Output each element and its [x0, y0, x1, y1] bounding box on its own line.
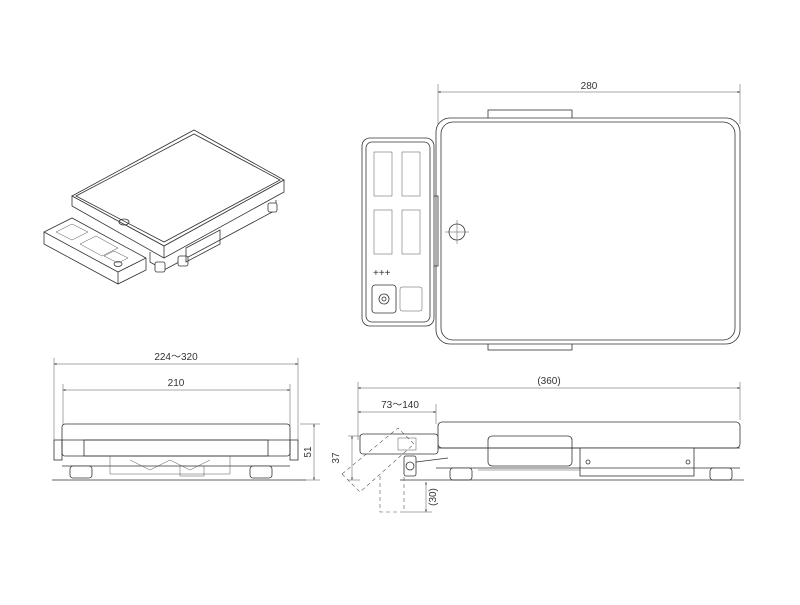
dim-display-height: 37 — [331, 452, 342, 464]
svg-text:+++: +++ — [373, 268, 391, 279]
top-view: +++ — [361, 84, 741, 351]
dim-top-width: 280 — [581, 81, 598, 92]
front-view — [52, 358, 320, 481]
dim-side-length: (360) — [537, 376, 560, 387]
isometric-view — [43, 129, 285, 285]
dim-front-height: 51 — [303, 446, 314, 458]
dim-display-drop: (30) — [428, 488, 439, 506]
dim-front-full-width: 224～320 — [154, 352, 198, 363]
dim-front-platform-width: 210 — [168, 378, 185, 389]
dim-display-reach: 73～140 — [381, 400, 419, 411]
side-view — [341, 382, 744, 513]
